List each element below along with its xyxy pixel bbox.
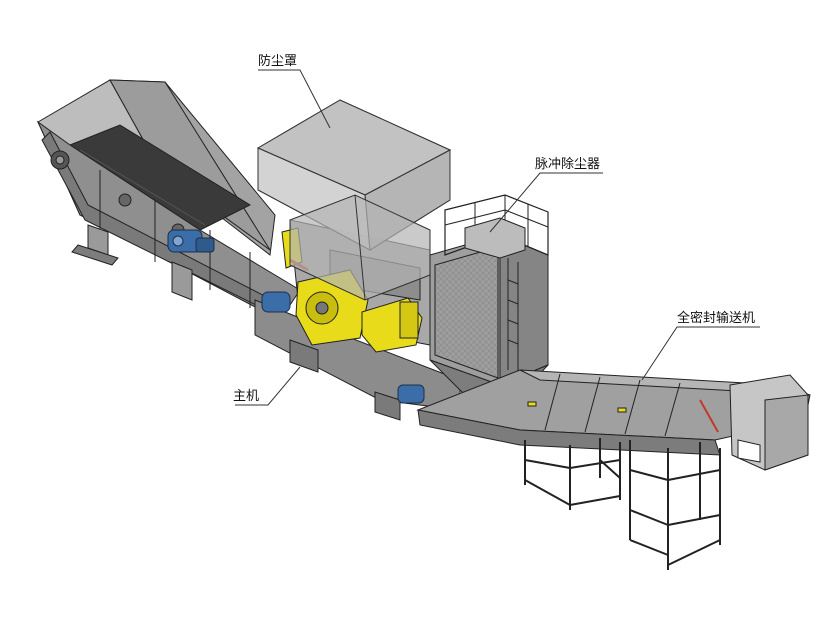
leader-dust-cover: [258, 69, 331, 129]
label-sealed-conveyor: 全密封输送机: [677, 311, 756, 326]
dust-cover: [256, 99, 452, 301]
label-pulse-collector: 脉冲除尘器: [535, 157, 601, 172]
callout-leaders: [235, 69, 760, 406]
pulse-dust-collector: [429, 194, 549, 396]
infeed-conveyor: [36, 79, 301, 321]
conveyor-supports: [524, 438, 721, 570]
sealed-conveyor: [416, 369, 811, 471]
label-main-machine: 主机: [233, 389, 260, 404]
label-dust-cover: 防尘罩: [258, 54, 298, 69]
leader-main-machine: [235, 366, 301, 406]
leader-pulse-collector: [489, 172, 603, 233]
infeed-motor: [167, 229, 215, 253]
leader-sealed-conveyor: [641, 326, 760, 381]
